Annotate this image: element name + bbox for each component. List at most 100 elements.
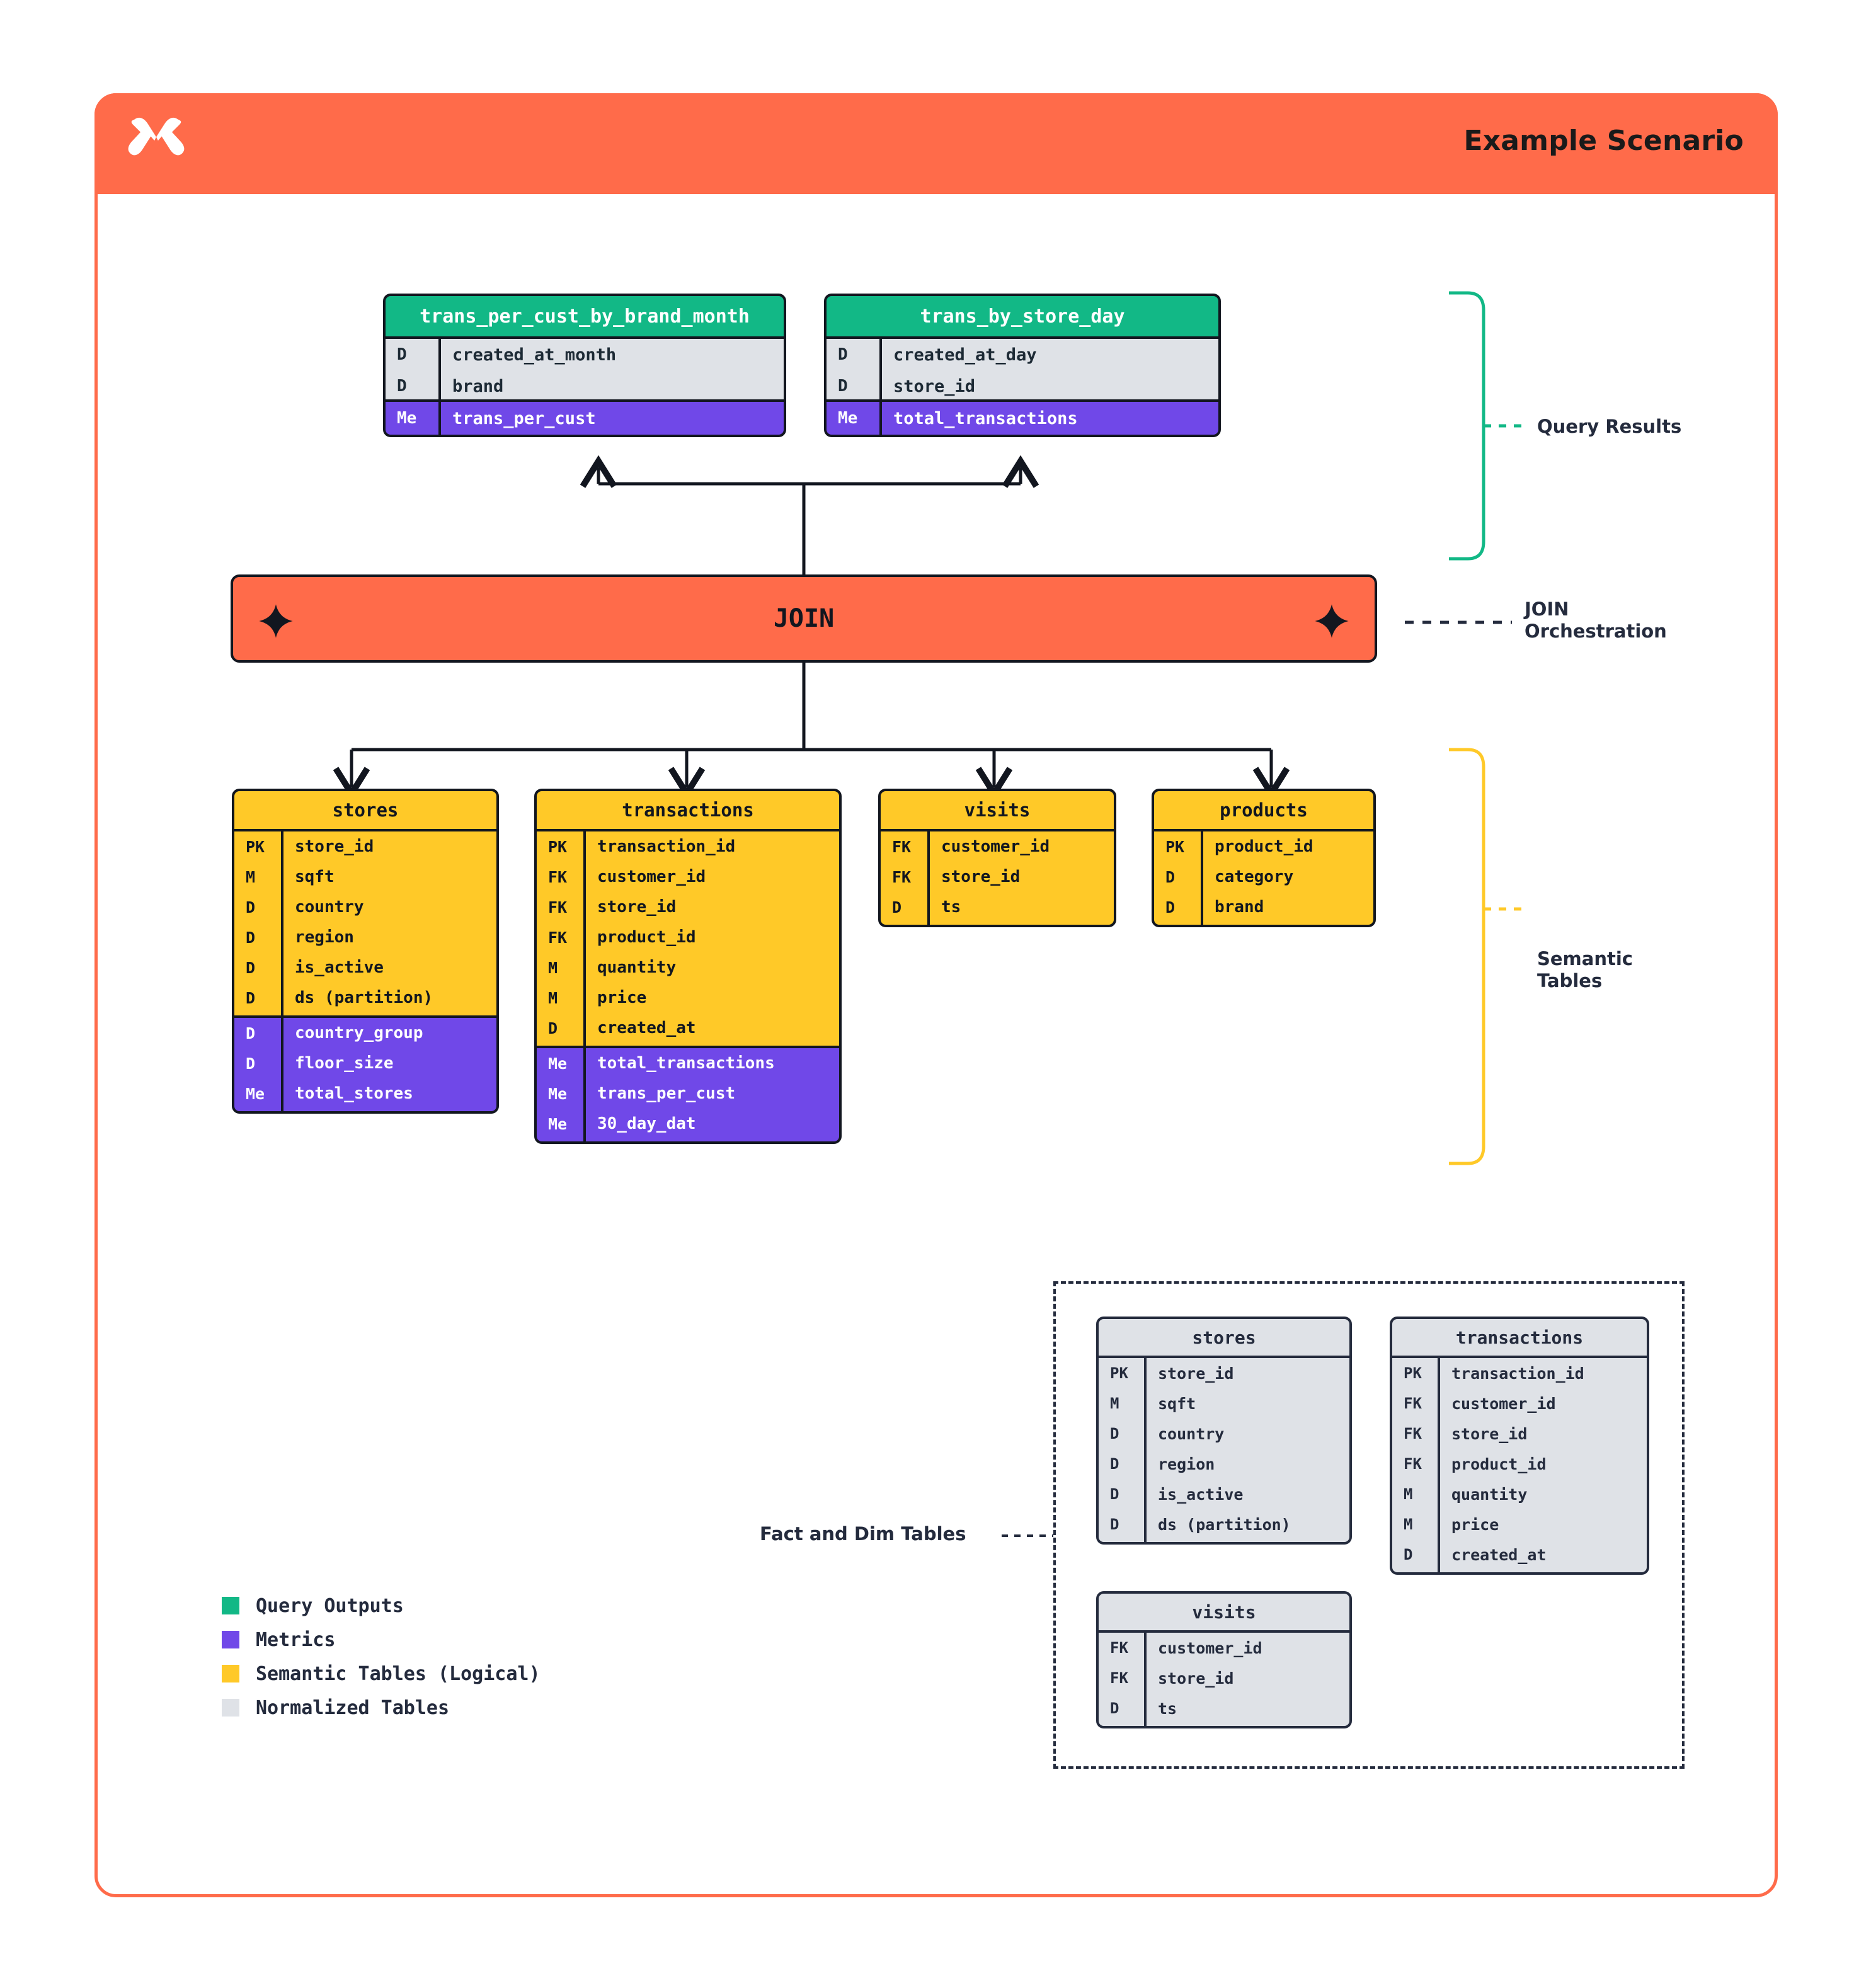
row-kind: D <box>1110 1485 1119 1503</box>
row-field: quantity <box>1451 1485 1528 1504</box>
legend: Query Outputs Metrics Semantic Tables (L… <box>222 1589 541 1725</box>
row-field: customer_id <box>941 837 1050 856</box>
row-kind: D <box>246 988 256 1007</box>
legend-item: Query Outputs <box>222 1589 541 1623</box>
legend-item: Normalized Tables <box>222 1691 541 1725</box>
frame-header: Example Scenario <box>94 93 1778 194</box>
row-field: trans_per_cust <box>452 408 596 428</box>
table-row: Me trans_per_cust <box>537 1078 839 1109</box>
table-title: trans_by_store_day <box>824 294 1221 339</box>
row-field: sqft <box>295 867 335 886</box>
legend-item: Metrics <box>222 1623 541 1657</box>
column-divider <box>879 339 882 399</box>
row-field: total_stores <box>295 1084 413 1103</box>
row-kind: PK <box>548 837 568 856</box>
legend-label: Normalized Tables <box>256 1696 450 1719</box>
row-kind: D <box>1165 867 1176 886</box>
row-field: is_active <box>295 958 384 977</box>
row-kind: D <box>1110 1455 1119 1473</box>
query-result-table[interactable]: trans_by_store_day D created_at_day D st… <box>824 294 1221 437</box>
row-kind: FK <box>1404 1455 1422 1473</box>
column-divider <box>438 402 441 435</box>
row-field: transaction_id <box>597 837 736 856</box>
annotation-join-line1: JOIN <box>1525 598 1569 620</box>
legend-label: Semantic Tables (Logical) <box>256 1662 541 1685</box>
row-field: country <box>295 898 364 917</box>
row-field: created_at_day <box>893 345 1037 365</box>
row-field: store_id <box>295 837 374 856</box>
row-field: floor_size <box>295 1054 394 1073</box>
row-field: store_id <box>1451 1424 1528 1443</box>
table-row: D brand <box>386 370 784 402</box>
table-title: products <box>1152 789 1376 831</box>
row-field: ts <box>941 898 961 917</box>
row-kind: FK <box>548 898 568 917</box>
row-kind: Me <box>548 1084 568 1103</box>
row-field: trans_per_cust <box>597 1084 736 1103</box>
table-row: D created_at_month <box>386 339 784 370</box>
column-divider <box>583 1048 586 1141</box>
table-title: transactions <box>534 789 842 831</box>
query-result-table[interactable]: trans_per_cust_by_brand_month D created_… <box>383 294 786 437</box>
row-field: store_id <box>1158 1669 1234 1688</box>
metric-section: Me total_transactions <box>824 402 1221 437</box>
table-title: visits <box>878 789 1116 831</box>
legend-swatch-semantic-tables <box>222 1665 239 1682</box>
table-title: transactions <box>1390 1317 1649 1358</box>
row-kind: M <box>548 988 558 1007</box>
row-field: ds (partition) <box>295 988 433 1007</box>
row-kind: D <box>246 898 256 917</box>
legend-swatch-metrics <box>222 1631 239 1648</box>
row-kind: FK <box>548 867 568 886</box>
row-kind: D <box>246 1024 256 1043</box>
column-divider <box>438 339 441 399</box>
row-kind: D <box>548 1019 558 1037</box>
row-kind: Me <box>397 409 417 428</box>
row-kind: M <box>1404 1485 1413 1503</box>
row-field: total_transactions <box>597 1054 775 1073</box>
row-field: country <box>1158 1424 1225 1443</box>
row-kind: D <box>397 377 407 396</box>
annotation-semantic-tables: Semantic Tables <box>1537 948 1633 993</box>
row-kind: Me <box>548 1114 568 1133</box>
column-divider <box>281 831 283 1015</box>
row-kind: Me <box>246 1084 265 1103</box>
row-field: price <box>1451 1515 1499 1534</box>
row-field: transaction_id <box>1451 1364 1584 1383</box>
row-field: region <box>295 928 354 947</box>
row-field: product_id <box>1215 837 1313 856</box>
join-orchestration-bar[interactable]: JOIN <box>231 574 1377 663</box>
